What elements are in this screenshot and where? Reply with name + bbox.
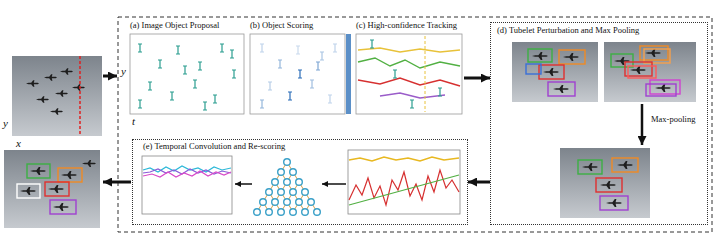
proposal-mark	[370, 40, 374, 48]
proposal-mark	[183, 66, 187, 74]
proposal-mark	[170, 92, 174, 100]
flow-arrow	[468, 181, 490, 184]
outer-frame	[118, 17, 712, 232]
proposal-mark	[298, 70, 302, 78]
panel-heading: (e) Temporal Convolution and Re-scoring	[143, 142, 285, 152]
network-unit	[302, 209, 309, 216]
score-bar	[346, 34, 351, 114]
network-unit	[302, 189, 309, 196]
rescored-chart	[142, 156, 232, 214]
panel-heading: (a) Image Object Proposal	[130, 21, 219, 31]
perturbed-image	[512, 42, 598, 102]
score-lines	[349, 157, 459, 205]
pooled-image	[560, 148, 650, 218]
proposal-mark	[268, 82, 272, 90]
output-image	[4, 150, 100, 228]
tracks	[358, 36, 460, 112]
network-unit	[278, 209, 285, 216]
network-unit	[284, 179, 291, 186]
proposal-mark	[260, 100, 264, 108]
proposal-mark	[203, 102, 207, 110]
proposal-mark	[220, 44, 224, 52]
proposal-mark	[260, 44, 264, 52]
proposal-mark	[278, 60, 282, 68]
proposal-mark	[193, 80, 197, 88]
proposal-mark	[333, 44, 337, 52]
panel-heading: (c) High-confidence Tracking	[356, 21, 457, 31]
network-unit	[266, 189, 273, 196]
network-unit	[284, 199, 291, 206]
inner-arrow	[322, 183, 346, 185]
proposal-mark	[213, 95, 217, 103]
network-unit	[290, 189, 297, 196]
temporal-convolution-network	[254, 159, 321, 216]
proposal-mark	[138, 100, 142, 108]
proposal-mark	[230, 50, 234, 58]
scoring-marks	[260, 44, 337, 108]
proposal-mark	[393, 70, 397, 78]
network-unit	[284, 159, 291, 166]
proposal-mark	[320, 52, 324, 60]
network-unit	[278, 169, 285, 176]
network-unit	[290, 169, 297, 176]
axis-label: y	[121, 66, 126, 77]
inner-arrow	[235, 183, 252, 185]
network-unit	[254, 209, 261, 216]
axis-label: y	[3, 118, 8, 129]
proposal-mark	[296, 46, 300, 54]
rescoring-group: (e) Temporal Convolution and Re-scoring	[132, 139, 468, 225]
tracking-panel	[356, 34, 462, 114]
proposal-mark	[138, 44, 142, 52]
proposal-mark	[176, 46, 180, 54]
proposal-mark	[198, 62, 202, 70]
proposal-mark	[288, 92, 292, 100]
proposal-mark	[310, 80, 314, 88]
proposal-mark	[410, 100, 414, 108]
axis-label: x	[16, 138, 21, 149]
tracking-panel: (c) High-confidence Tracking	[354, 20, 464, 116]
perturbed-image	[604, 42, 696, 102]
axis-label: t	[132, 116, 135, 127]
proposal-mark	[328, 95, 332, 103]
panel-heading: (b) Object Scoring	[250, 21, 313, 31]
scoring-panel	[250, 34, 345, 114]
network-unit	[296, 179, 303, 186]
step-label: Max-pooling	[651, 115, 695, 125]
network-unit	[272, 179, 279, 186]
proposal-mark	[232, 70, 236, 78]
score-chart	[348, 150, 460, 214]
scoring-panel: (b) Object Scoring	[248, 20, 348, 116]
panel-heading: (d) Tubelet Perturbation and Max Pooling	[497, 26, 639, 36]
network-unit	[272, 199, 279, 206]
proposal-panel	[130, 34, 244, 114]
input-arrow	[103, 75, 117, 78]
network-unit	[314, 209, 321, 216]
network-unit	[260, 199, 267, 206]
proposal-marks	[138, 44, 236, 110]
network-unit	[290, 209, 297, 216]
proposal-mark	[316, 62, 320, 70]
pooling-arrow	[641, 104, 644, 145]
rescored-lines	[143, 166, 231, 177]
network-unit	[296, 199, 303, 206]
proposal-mark	[158, 60, 162, 68]
network-unit	[308, 199, 315, 206]
output-arrow	[103, 181, 131, 184]
tracking-marks	[370, 40, 442, 108]
input-image	[12, 56, 102, 136]
proposal-mark	[148, 82, 152, 90]
flow-arrow	[464, 77, 490, 80]
network-unit	[266, 209, 273, 216]
network-unit	[278, 189, 285, 196]
perturbation-group: (d) Tubelet Perturbation and Max Pooling…	[490, 22, 708, 225]
proposal-mark	[438, 88, 442, 96]
proposal-panel: (a) Image Object Proposal	[128, 20, 246, 116]
